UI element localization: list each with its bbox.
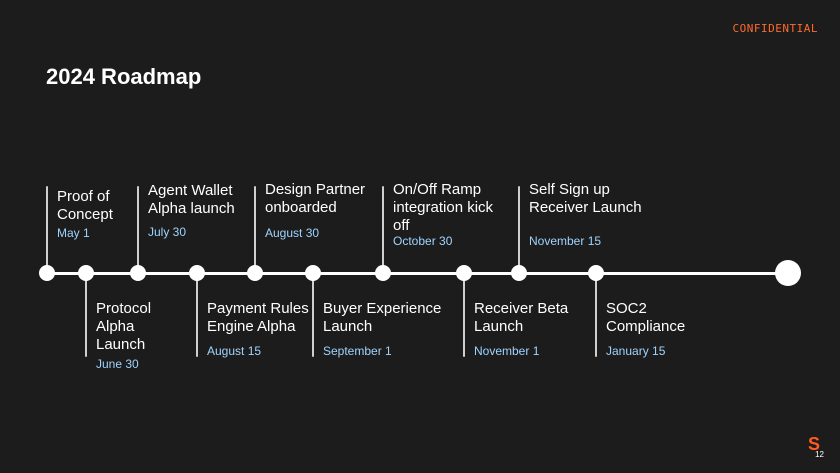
milestone-label-line: Alpha launch bbox=[148, 200, 235, 217]
milestone-dot bbox=[588, 265, 604, 281]
milestone-label-line: Agent Wallet bbox=[148, 182, 233, 199]
milestone-label-line: Payment Rules bbox=[207, 300, 309, 317]
milestone-label-line: onboarded bbox=[265, 199, 337, 216]
milestone-date: June 30 bbox=[96, 357, 139, 371]
milestone-label-line: Compliance bbox=[606, 318, 686, 335]
page-number: 12 bbox=[815, 450, 824, 459]
milestone-dot bbox=[247, 265, 263, 281]
milestone-dot bbox=[130, 265, 146, 281]
milestone-stem bbox=[595, 279, 597, 357]
milestone-label-line: Self Sign up bbox=[529, 181, 610, 198]
milestone-stem bbox=[463, 279, 465, 357]
milestone-dot bbox=[305, 265, 321, 281]
milestone-label-line: integration kick bbox=[393, 199, 494, 216]
milestone-stem bbox=[196, 279, 198, 357]
timeline-end-dot bbox=[775, 260, 801, 286]
milestone-date: November 15 bbox=[529, 234, 602, 248]
milestone-date: October 30 bbox=[393, 234, 453, 248]
milestone-label-line: Launch bbox=[474, 318, 524, 335]
milestone-dot bbox=[39, 265, 55, 281]
milestone-dot bbox=[456, 265, 472, 281]
milestone-date: August 30 bbox=[265, 226, 320, 240]
milestone-dot bbox=[78, 265, 94, 281]
milestone-label-line: Proof of bbox=[57, 188, 110, 205]
milestone-label-line: Alpha bbox=[96, 318, 135, 335]
milestone-label-line: Receiver Launch bbox=[529, 199, 642, 216]
milestone-label-line: SOC2 bbox=[606, 300, 647, 317]
timeline-axis bbox=[47, 272, 788, 275]
milestone-label-line: Concept bbox=[57, 206, 113, 223]
milestone-label-line: Engine Alpha bbox=[207, 318, 296, 335]
milestone-date: January 15 bbox=[606, 344, 666, 358]
milestone-stem bbox=[382, 186, 384, 267]
brand-logo: S bbox=[807, 434, 820, 454]
milestone-date: November 1 bbox=[474, 344, 540, 358]
milestone-dot bbox=[375, 265, 391, 281]
milestone-dot bbox=[189, 265, 205, 281]
milestone-date: May 1 bbox=[57, 226, 90, 240]
milestone-stem bbox=[85, 279, 87, 357]
milestone-date: July 30 bbox=[148, 225, 187, 239]
confidential-badge: CONFIDENTIAL bbox=[732, 22, 818, 35]
milestone-label-line: Receiver Beta bbox=[474, 300, 569, 317]
milestone-date: September 1 bbox=[323, 344, 392, 358]
milestone-stem bbox=[254, 186, 256, 267]
milestone-label-line: Launch bbox=[96, 336, 146, 353]
milestone-label-line: Protocol bbox=[96, 300, 152, 317]
milestone-dot bbox=[511, 265, 527, 281]
milestone-label-line: Buyer Experience bbox=[323, 300, 442, 317]
milestone-date: August 15 bbox=[207, 344, 262, 358]
milestone-stem bbox=[518, 186, 520, 267]
milestone-stem bbox=[46, 186, 48, 267]
milestone-stem bbox=[312, 279, 314, 357]
milestone-label-line: Design Partner bbox=[265, 181, 366, 198]
milestone-label-line: off bbox=[393, 217, 410, 234]
milestone-label-line: Launch bbox=[323, 318, 373, 335]
page-title: 2024 Roadmap bbox=[46, 64, 202, 89]
milestone-stem bbox=[137, 186, 139, 267]
milestone-label-line: On/Off Ramp bbox=[393, 181, 482, 198]
